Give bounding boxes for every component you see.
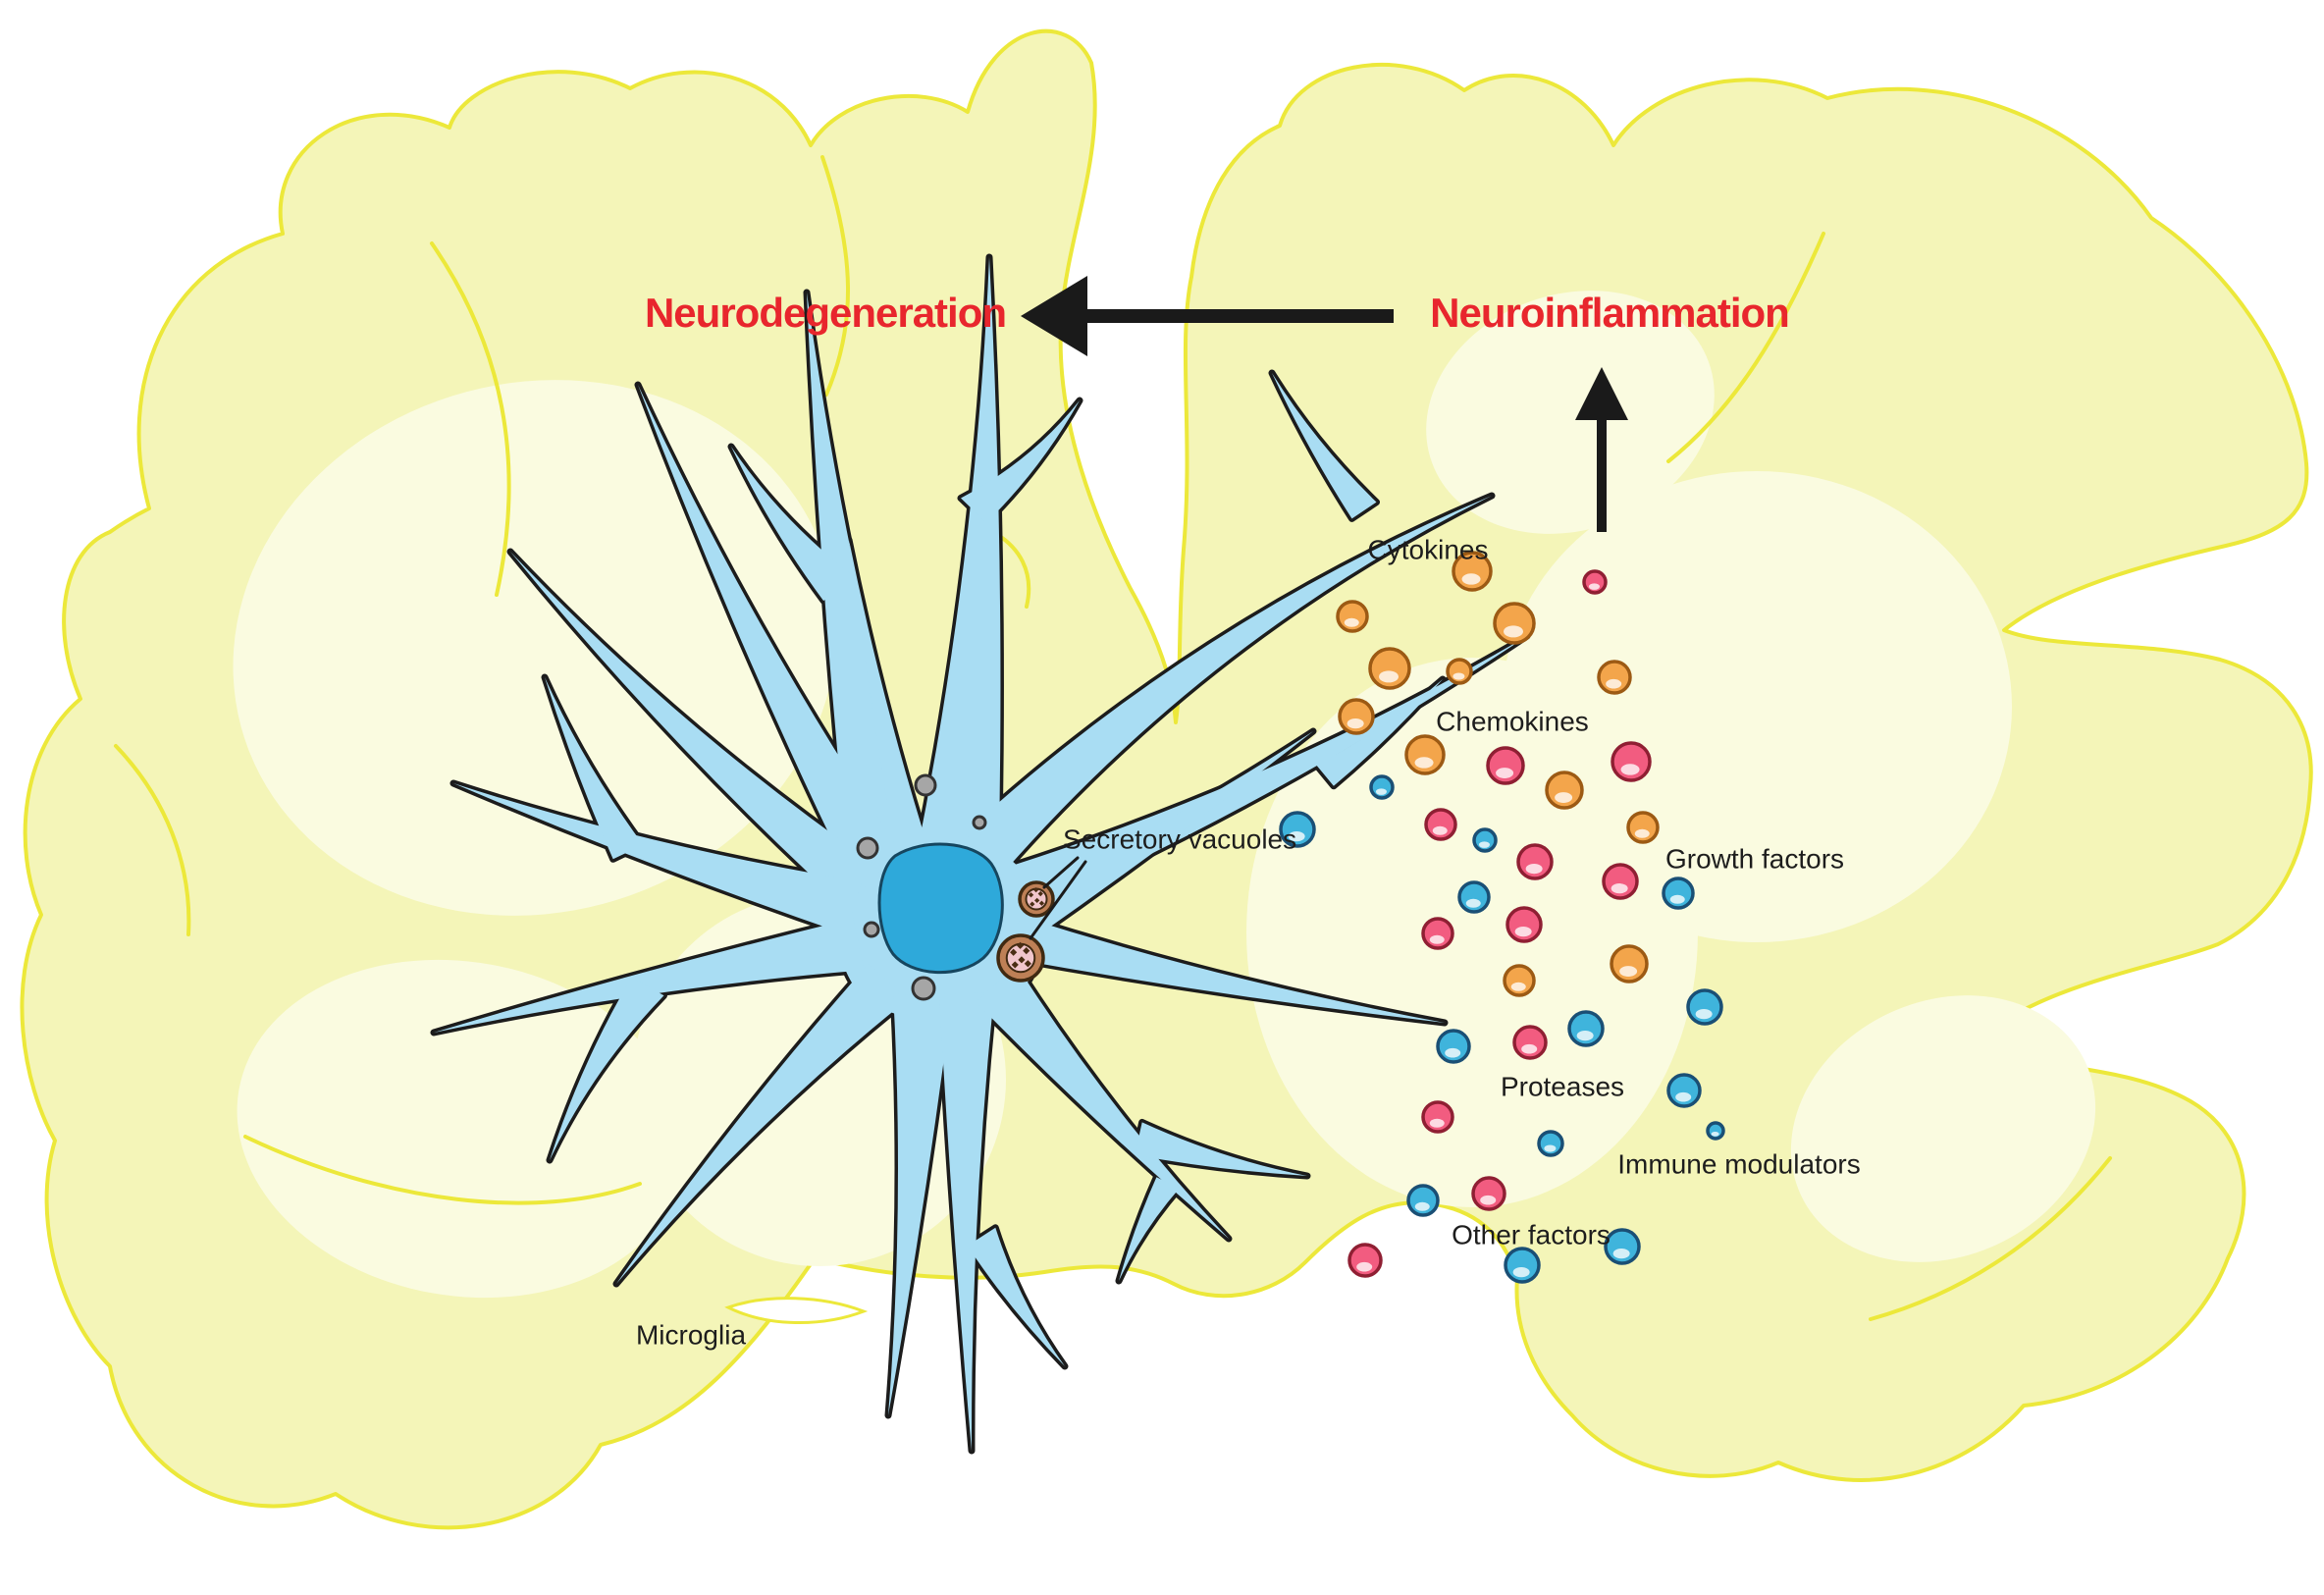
microglia-branch: [1272, 373, 1377, 519]
microglia-branch: [731, 447, 855, 602]
microglia-branch: [967, 1227, 1065, 1366]
microglia-branch: [1316, 679, 1443, 786]
gray-granule: [911, 976, 936, 1001]
molecule-highlight: [1634, 828, 1650, 838]
brain-inner-matter: [233, 291, 2096, 1299]
neurodegeneration-title: Neurodegeneration: [645, 290, 1006, 336]
brain-sulcus-sliver: [724, 1297, 869, 1325]
molecule-highlight: [1461, 573, 1481, 585]
molecule-highlight: [1588, 583, 1600, 590]
microglia-branch: [888, 993, 952, 1415]
microglia-branch: [453, 783, 863, 934]
vacuole-speck: [1034, 897, 1040, 904]
arrow-up-icon: [1575, 367, 1628, 532]
microglia-branch: [550, 977, 664, 1160]
gray-granule: [863, 921, 880, 938]
vacuole-leader-lines: [1029, 856, 1087, 940]
vacuole-speck: [1023, 947, 1030, 955]
molecule-highlight: [1620, 764, 1640, 775]
molecule-highlight: [1669, 894, 1685, 904]
secreted-molecules: [1279, 551, 1725, 1284]
molecule-highlight: [1544, 1144, 1557, 1152]
vacuole-speck: [1024, 960, 1031, 968]
arrow-left-icon: [1021, 276, 1394, 356]
microglia-branch: [976, 965, 1229, 1239]
gray-granule: [972, 815, 987, 830]
vacuole-speck: [1037, 890, 1043, 897]
microglia-branch: [1135, 1122, 1307, 1176]
molecule-highlight: [1619, 966, 1638, 977]
molecule-highlight: [1429, 1118, 1445, 1128]
microglia-branch: [961, 400, 1080, 523]
brain-illustration: [20, 28, 2313, 1530]
molecule-highlight: [1675, 1091, 1692, 1102]
molecule-highlight: [1555, 792, 1573, 803]
molecule-highlight: [1344, 617, 1359, 627]
microglia-branch: [965, 496, 1492, 879]
molecule-highlight: [1465, 898, 1481, 908]
molecule-highlight: [1480, 1195, 1497, 1205]
cell-granules: [856, 773, 987, 1001]
molecule-highlight: [1496, 768, 1514, 778]
molecule-highlight: [1356, 1261, 1373, 1272]
gray-granule: [914, 773, 937, 797]
molecule-highlight: [1288, 831, 1305, 842]
label-growth-factors: Growth factors: [1665, 843, 1844, 874]
molecule-highlight: [1525, 864, 1543, 875]
molecule-highlight: [1611, 883, 1628, 894]
label-microglia: Microglia: [636, 1319, 746, 1350]
label-secretory-vacuoles: Secretory vacuoles: [1063, 824, 1296, 854]
molecule-highlight: [1606, 678, 1622, 689]
brain-sulci-creases: [114, 155, 2112, 1321]
molecule-highlight: [1445, 1047, 1461, 1058]
vacuole-speck: [1030, 901, 1035, 907]
molecule-highlight: [1452, 672, 1465, 680]
label-chemokines: Chemokines: [1436, 706, 1589, 736]
vacuole-speck: [1028, 892, 1034, 898]
molecule-highlight: [1512, 1267, 1530, 1278]
microglia-branch: [849, 540, 929, 858]
vacuole-speck: [1018, 956, 1026, 964]
molecule-highlight: [1429, 934, 1445, 944]
label-cytokines: Cytokines: [1368, 534, 1489, 564]
molecule-highlight: [1379, 670, 1399, 683]
label-other-factors: Other factors: [1452, 1219, 1611, 1249]
vacuole-speck: [1011, 961, 1019, 969]
molecule-highlight: [1478, 841, 1490, 848]
molecule-highlight: [1510, 982, 1526, 991]
vacuole-speck: [1033, 887, 1039, 893]
microglia-branch: [807, 292, 927, 875]
microglia-branch: [545, 677, 644, 860]
molecule-highlight: [1612, 1249, 1630, 1259]
molecule-highlight: [1432, 825, 1448, 835]
microglia-branch: [939, 992, 994, 1451]
molecule-highlight: [1375, 788, 1387, 795]
molecule-highlight: [1504, 625, 1523, 638]
molecule-highlight: [1711, 1131, 1719, 1137]
microglia-branch: [616, 963, 909, 1284]
microglia-branch: [1014, 731, 1313, 936]
molecule-highlight: [1514, 927, 1532, 937]
molecule-highlight: [1347, 718, 1364, 729]
microglia-branch: [915, 257, 1001, 867]
molecule-highlight: [1521, 1043, 1538, 1054]
microglia-branch: [510, 552, 882, 908]
vacuole-speck: [1010, 948, 1018, 956]
molecule-highlight: [1414, 757, 1434, 769]
microglia-branch: [638, 385, 910, 892]
microglia-branch: [1119, 1177, 1180, 1281]
microglia-branch: [1011, 916, 1445, 1023]
molecule-highlight: [1576, 1031, 1594, 1041]
secretory-vacuoles: [996, 880, 1055, 983]
vacuole-speck: [1038, 900, 1045, 906]
molecule-highlight: [1695, 1009, 1713, 1020]
gray-granule: [856, 836, 879, 860]
molecule-highlight: [1414, 1201, 1430, 1211]
cell-nucleus: [877, 842, 1004, 975]
microglia-branch: [434, 918, 865, 1033]
neuroinflammation-title: Neuroinflammation: [1430, 290, 1789, 336]
label-proteases: Proteases: [1501, 1071, 1624, 1101]
label-immune-modulators: Immune modulators: [1617, 1148, 1860, 1179]
